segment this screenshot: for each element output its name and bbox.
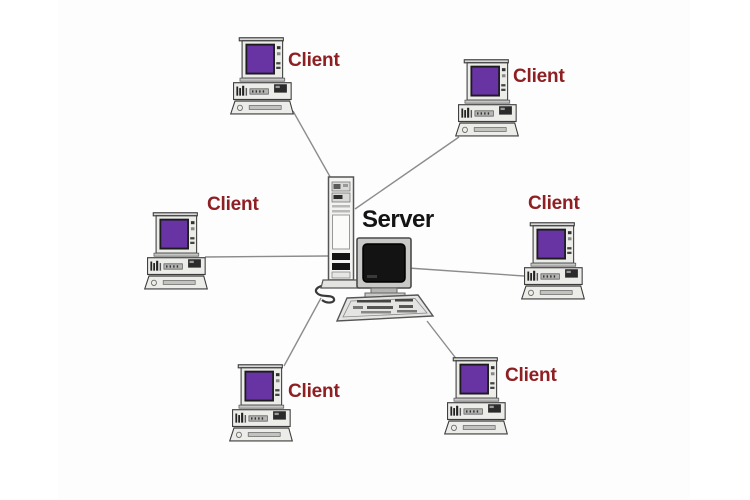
connection-line-bottom-right <box>426 320 459 362</box>
client-label-middle-left: Client <box>207 194 259 215</box>
server-cable-curl <box>314 283 336 304</box>
connection-line-top-right <box>354 136 460 210</box>
connection-line-top-left <box>292 110 334 183</box>
server-label: Server <box>362 206 434 233</box>
client-computer-icon-middle-right <box>521 222 585 302</box>
client-computer-icon-top-left <box>230 37 294 117</box>
client-label-bottom-left: Client <box>288 381 340 402</box>
client-label-top-left: Client <box>288 50 340 71</box>
client-label-top-right: Client <box>513 66 565 87</box>
server-keyboard-icon <box>335 294 435 324</box>
client-label-bottom-right: Client <box>505 365 557 386</box>
client-label-middle-right: Client <box>528 193 580 214</box>
connection-line-middle-left <box>204 255 329 258</box>
connection-line-bottom-left <box>283 297 322 367</box>
server-monitor-icon <box>356 237 414 299</box>
client-computer-icon-bottom-left <box>229 364 293 444</box>
server-tower-icon <box>320 176 360 290</box>
client-computer-icon-top-right <box>455 59 519 139</box>
client-computer-icon-bottom-right <box>444 357 508 437</box>
client-computer-icon-middle-left <box>144 212 208 292</box>
connection-line-middle-right <box>407 267 525 277</box>
